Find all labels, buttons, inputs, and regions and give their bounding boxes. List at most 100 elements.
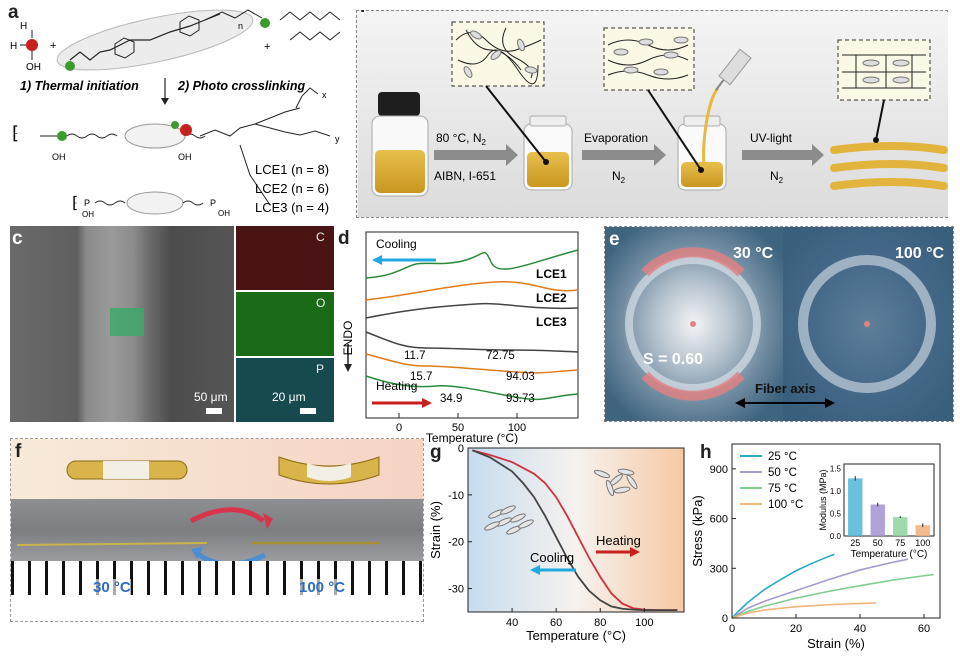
- lce-fibers: [830, 142, 948, 190]
- waxs-ring-30c: [625, 256, 761, 392]
- inset-ytick-label: 0.5: [830, 510, 842, 519]
- crosslinker: [289, 31, 341, 41]
- thiol-end: [260, 18, 270, 28]
- chart-h-series-1: [731, 558, 909, 619]
- panel-g-label: g: [430, 442, 442, 463]
- cooling-arrow-head: [530, 565, 540, 575]
- chart-g-xtick-label: 100: [635, 617, 653, 629]
- plus-sign-2: +: [264, 41, 270, 53]
- panel-d-label: d: [338, 228, 350, 249]
- map-phosphorus: [236, 358, 334, 422]
- heating-arrow-head: [422, 398, 432, 408]
- annot-15-7: 15.7: [410, 371, 432, 383]
- mesogen-highlight: [56, 9, 254, 71]
- reaction-arrow-head: [161, 98, 169, 105]
- chart-h-xtick-label: 60: [918, 623, 930, 635]
- fiber-window: [103, 461, 149, 479]
- photo-fibers: [16, 507, 379, 561]
- curve-label-lce2: LCE2: [536, 291, 567, 305]
- atom-p2: P: [210, 198, 216, 208]
- sulfur-node: [171, 121, 179, 129]
- lce1-label: LCE1 (n = 8): [255, 162, 329, 177]
- polymer-network-3: [842, 54, 926, 89]
- endo-arrow-head: [344, 364, 352, 372]
- inset-bar: [893, 517, 908, 536]
- chart-g-xtick-label: 80: [594, 617, 606, 629]
- panel-f-label: f: [15, 441, 22, 462]
- step1-top: 80 °C, N2: [436, 131, 486, 147]
- waxs-temp-left: 30 °C: [733, 245, 774, 262]
- step-thermal: 1) Thermal initiation: [20, 79, 139, 93]
- chart-g-ytick-label: 0: [458, 443, 464, 455]
- plus-sign-1: +: [50, 40, 56, 52]
- legend-label: 100 °C: [768, 499, 803, 511]
- inset-xtick-label: 100: [915, 538, 930, 548]
- index-y: y: [335, 134, 340, 144]
- annot-72-75: 72.75: [486, 350, 515, 362]
- lce3-label: LCE3 (n = 4): [255, 200, 329, 215]
- map-label-c: C: [316, 230, 325, 244]
- atom-oh3: OH: [178, 152, 192, 162]
- crosslink-arms: [199, 107, 301, 137]
- photo-temp-left: 30 °C: [93, 579, 131, 596]
- mesogens-2: [613, 36, 689, 76]
- step3-bottom: N2: [770, 169, 784, 185]
- panel-a-scheme: H H OH + n + 1) Thermal initiation 2) Ph…: [10, 9, 341, 219]
- chart-h-xtick-label: 0: [729, 623, 735, 635]
- atom-oh: OH: [26, 62, 41, 73]
- waxs-arc-bottom: [641, 371, 745, 401]
- pointer-dot: [543, 159, 549, 165]
- bracket-left: ⁅: [12, 123, 19, 143]
- chart-h-xlabel: Strain (%): [807, 636, 865, 651]
- map-carbon: [236, 226, 334, 290]
- bracket-left-2: ⁅: [72, 195, 78, 212]
- mesogens-3: [862, 59, 910, 84]
- chart-g-series-1: [472, 449, 678, 612]
- chart-h-xtick-label: 20: [790, 623, 802, 635]
- crosslink-arms: [239, 144, 271, 206]
- inset-pointer-1: [485, 85, 547, 163]
- vial-2-neck: [529, 115, 567, 127]
- fiber-axis-arrow: [735, 398, 835, 408]
- mesogens-1: [463, 30, 538, 78]
- panel-c-label: c: [12, 228, 23, 249]
- spacer-chain: [204, 9, 263, 21]
- thiol-end: [65, 61, 75, 71]
- step-photo: 2) Photo crosslinking: [177, 79, 305, 93]
- process-arrow-2: [582, 144, 666, 166]
- polymer-backbone: [66, 133, 118, 139]
- scale-bar-main: [206, 408, 222, 414]
- cooling-arrow-head: [372, 255, 382, 265]
- chart-h-ylabel: Stress (kPa): [690, 495, 705, 567]
- inset-bar: [870, 504, 885, 536]
- waxs-arc-top: [641, 247, 745, 277]
- waxs-ring-100c: [798, 255, 936, 393]
- heat-arrow-head: [263, 513, 273, 529]
- waxs-beamstop-30c: [690, 321, 696, 327]
- pointer-dot: [873, 137, 879, 143]
- chart-h-ytick-label: 0: [722, 613, 728, 625]
- panel-e: e 30 °C 100 °C S = 0.60 Fiber axis: [604, 226, 954, 422]
- crosslink-arms: [254, 123, 331, 137]
- panel-e-label: e: [609, 229, 620, 250]
- legend-label: 50 °C: [768, 467, 797, 479]
- crosslink-arms: [295, 87, 319, 109]
- atom-oh5: OH: [218, 209, 230, 218]
- inset-bar: [848, 478, 863, 536]
- polymer-backbone-2: [182, 200, 204, 206]
- annot-93-73: 93.73: [506, 393, 535, 405]
- annot-34-9: 34.9: [440, 393, 462, 405]
- inset-xtick-label: 50: [873, 538, 883, 548]
- process-arrow-3: [742, 144, 824, 166]
- dsc-cooling-lce1: [365, 249, 579, 279]
- process-arrow-1: [434, 144, 518, 166]
- chart-g-frame: [467, 447, 685, 613]
- inset-ylabel: Modulus (MPa): [818, 469, 828, 530]
- index-x: x: [322, 90, 327, 100]
- panel-a-label: a: [8, 2, 19, 23]
- phosphorus-node: [180, 124, 192, 136]
- scale-bar-map: [300, 408, 316, 414]
